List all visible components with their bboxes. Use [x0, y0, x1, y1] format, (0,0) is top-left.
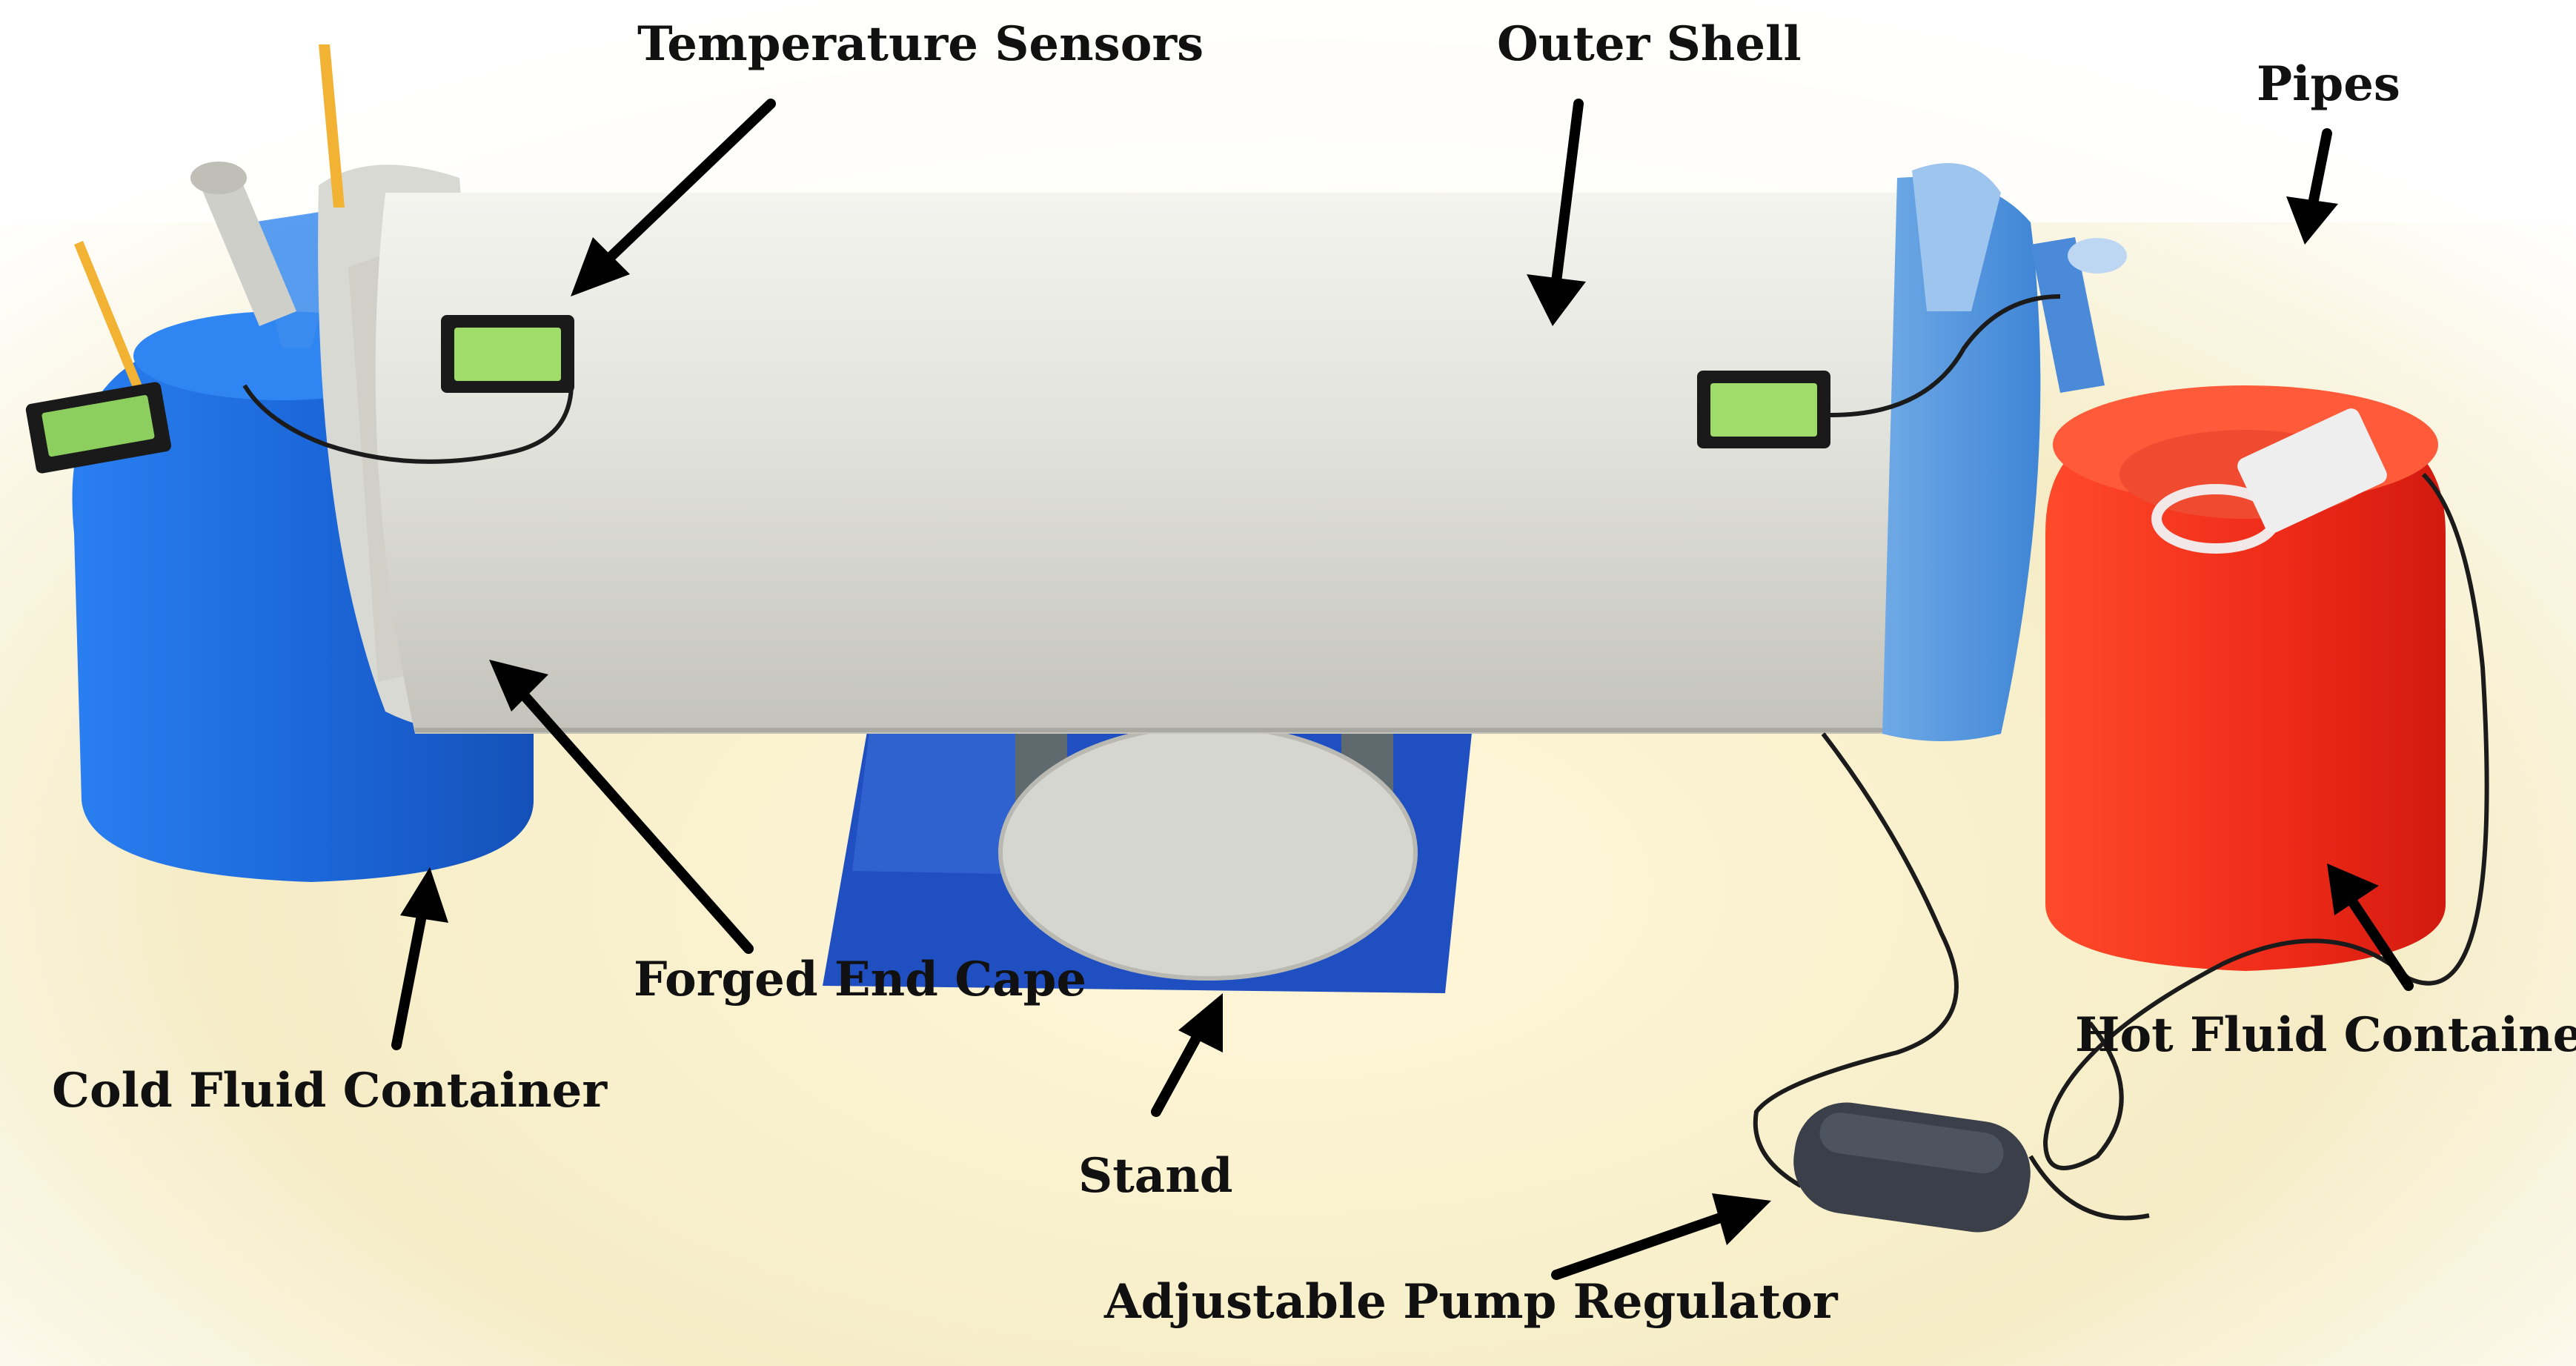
label-stand: Stand: [1078, 1148, 1233, 1204]
pump-module: [2237, 408, 2387, 533]
label-pipes: Pipes: [2257, 56, 2400, 112]
outer-shell: [375, 193, 1935, 734]
arrow-outer-shell: [1527, 99, 1586, 326]
right-pipes: [2031, 237, 2127, 393]
arrow-pipes: [2286, 128, 2338, 245]
arrow-stand: [1151, 993, 1223, 1117]
label-temperature-sensors: Temperature Sensors: [637, 16, 1204, 72]
temperature-display-inlet: [441, 315, 574, 393]
label-cold-fluid-container: Cold Fluid Container: [52, 1063, 608, 1118]
left-pipes: [74, 44, 345, 404]
arrow-forged-end-cape: [489, 660, 754, 954]
label-adjustable-pump-regulator: Adjustable Pump Regulator: [1104, 1274, 1838, 1330]
right-end-cap: [1882, 163, 2041, 741]
arrow-cold-fluid-container: [391, 867, 448, 1050]
sensor-cables: [242, 294, 2489, 1221]
hot-fluid-container: [2045, 385, 2446, 971]
pump-regulator: [1793, 1102, 2031, 1233]
arrow-hot-fluid-container: [2327, 863, 2414, 991]
label-forged-end-cape: Forged End Cape: [634, 952, 1087, 1007]
arrow-temperature-sensors: [571, 99, 776, 296]
temperature-display-left-container: [25, 382, 171, 474]
arrow-adjustable-pump-regulator: [1551, 1193, 1771, 1280]
label-outer-shell: Outer Shell: [1497, 16, 1802, 72]
temperature-display-outlet: [1697, 371, 1830, 448]
label-hot-fluid-container: Hot Fluid Container: [2075, 1007, 2576, 1063]
